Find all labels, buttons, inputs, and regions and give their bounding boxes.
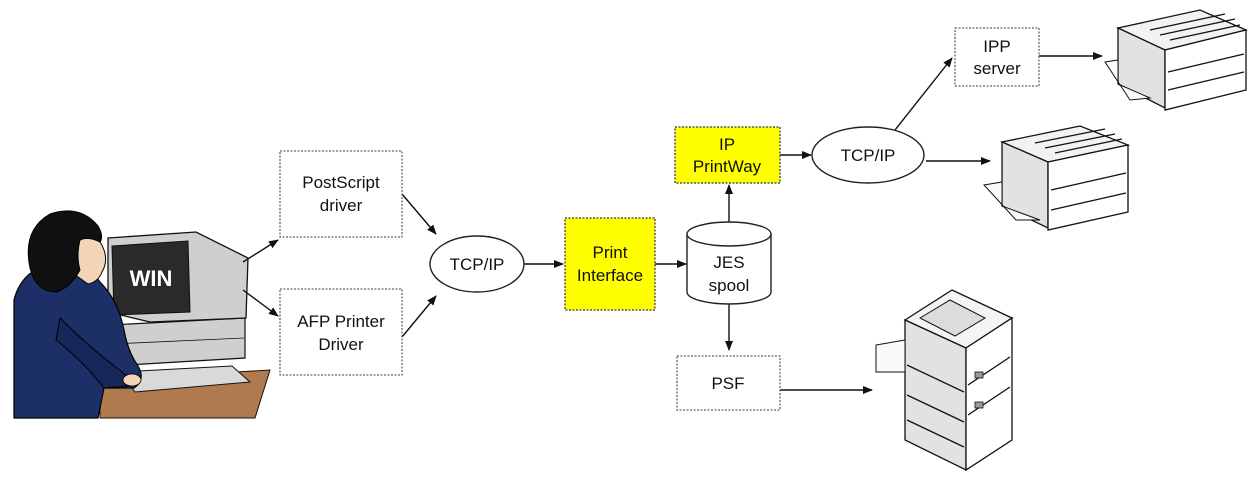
psf-box: PSF bbox=[676, 355, 781, 411]
svg-text:TCP/IP: TCP/IP bbox=[450, 255, 505, 274]
tcpip-left-oval: TCP/IP bbox=[429, 235, 525, 293]
user-hair bbox=[27, 210, 103, 293]
svg-text:JES: JES bbox=[713, 253, 744, 272]
laser-printer-icon bbox=[1104, 9, 1249, 111]
svg-text:PrintWay: PrintWay bbox=[693, 157, 762, 176]
svg-text:PostScript: PostScript bbox=[302, 173, 380, 192]
user-at-computer-icon: WIN bbox=[13, 210, 271, 419]
svg-text:server: server bbox=[973, 59, 1021, 78]
screen-label: WIN bbox=[130, 266, 173, 291]
postscript-driver-box: PostScript driver bbox=[279, 150, 403, 238]
afp-printer-driver-box: AFP Printer Driver bbox=[279, 288, 403, 376]
svg-text:Print: Print bbox=[593, 243, 628, 262]
print-interface-box: Print Interface bbox=[564, 217, 656, 311]
svg-text:AFP Printer: AFP Printer bbox=[297, 312, 385, 331]
svg-text:Interface: Interface bbox=[577, 266, 643, 285]
monitor-screen bbox=[111, 240, 191, 316]
ip-printway-fill bbox=[674, 126, 781, 184]
tcpip-right-oval: TCP/IP bbox=[811, 126, 925, 184]
jes-spool-cylinder: JES spool bbox=[686, 221, 772, 305]
laser-printer-icon bbox=[983, 125, 1131, 231]
svg-text:IP: IP bbox=[719, 135, 735, 154]
print-interface-fill bbox=[564, 217, 656, 311]
ipp-server-box: IPP server bbox=[954, 27, 1040, 87]
svg-text:spool: spool bbox=[709, 276, 750, 295]
ip-printway-box: IP PrintWay bbox=[674, 126, 781, 184]
svg-text:PSF: PSF bbox=[711, 374, 744, 393]
svg-text:driver: driver bbox=[320, 196, 363, 215]
svg-text:TCP/IP: TCP/IP bbox=[841, 146, 896, 165]
svg-text:IPP: IPP bbox=[983, 37, 1010, 56]
svg-text:Driver: Driver bbox=[318, 335, 364, 354]
floor-printer-icon bbox=[875, 289, 1014, 472]
